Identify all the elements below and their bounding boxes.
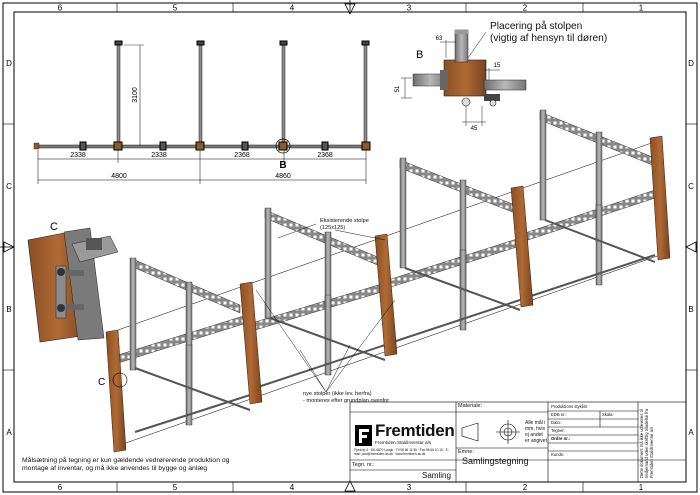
border-col-4-top: 4	[290, 4, 295, 13]
callout-existing-line1: Eksisterende stolpe	[320, 218, 369, 224]
detail-b-drawing	[401, 29, 527, 126]
detail-b-title-line2: (vigtig af hensyn til døren)	[490, 33, 608, 44]
detail-b-title: Placering på stolpen (vigtig af hensyn t…	[490, 21, 607, 45]
detail-b-dim-45: 45	[471, 126, 478, 132]
plan-dim-4860: 4860	[275, 173, 291, 180]
border-row-b-right: B	[688, 305, 693, 314]
dimension-note: Målsætning på tegning er kun gældende ve…	[22, 457, 230, 472]
fremtiden-logo-icon	[355, 425, 372, 446]
border-col-3-top: 3	[407, 4, 412, 13]
label-edb-nr: EDB nr.:	[551, 412, 567, 417]
border-col-1-top: 1	[639, 4, 644, 13]
border-row-c-right: C	[688, 182, 694, 191]
drawing-name: Samling	[422, 471, 451, 480]
border-col-4-bottom: 4	[290, 483, 295, 492]
border-row-d-right: D	[688, 59, 694, 68]
label-tegner: Tegner:	[551, 428, 565, 433]
border-row-c-left: C	[6, 182, 12, 191]
detail-b-title-line1: Placering på stolpen	[490, 21, 583, 32]
plan-dim-2368-b: 2368	[317, 152, 333, 159]
plan-view	[33, 40, 371, 184]
detail-b-dim-51: 51	[395, 85, 401, 92]
plan-dim-2368-a: 2368	[234, 152, 250, 159]
callout-new-posts: nye stolper (ikke lev. herfra) - montere…	[303, 391, 389, 404]
label-kunde: Kunde:	[551, 452, 565, 457]
title-block-grid	[349, 401, 687, 483]
border-col-5-top: 5	[173, 4, 178, 13]
border-col-3-bottom: 3	[407, 483, 412, 492]
plan-ref-b: B	[279, 160, 286, 171]
label-prod-stykliste: Produktions styklist	[551, 404, 587, 409]
border-col-6-bottom: 6	[58, 483, 63, 492]
label-skala: Skala:	[602, 412, 614, 417]
border-col-1-bottom: 1	[639, 483, 644, 492]
label-tegn-nr: Tegn. nr.:	[352, 462, 375, 468]
callout-new-line2: - monteres efter grundplan ovenfor	[303, 397, 390, 404]
units-line4: er angivet	[525, 438, 547, 444]
company-name: Fremtiden	[375, 421, 455, 440]
detail-b-dim-15: 15	[494, 63, 501, 69]
border-col-5-bottom: 5	[173, 483, 178, 492]
label-dato: Dato:	[551, 420, 562, 425]
units-note: Alle mål i mm, hvis ej andet er angivet	[525, 420, 547, 444]
callout-c-marker: C	[98, 377, 105, 388]
company-subtitle: Fremtiden Staldinventar a/s	[375, 440, 432, 445]
units-line1: Alle mål i	[525, 420, 546, 426]
border-row-a-left: A	[6, 428, 12, 437]
callout-existing-post: Eksisterende stolpe (125x125)	[320, 218, 369, 231]
callout-new-line1: nye stolper (ikke lev. herfra)	[303, 391, 372, 397]
callout-existing-line2: (125x125)	[320, 224, 346, 231]
copyright-note: Dette dokument må ikke udleveres til tre…	[639, 408, 654, 478]
detail-c-label: C	[50, 221, 58, 233]
plan-dim-height: 3100	[132, 87, 139, 103]
detail-c-drawing	[27, 227, 119, 343]
units-line3: ej andet	[525, 432, 543, 438]
border-col-2-bottom: 2	[523, 483, 528, 492]
label-ordre-nr: Ordre nr.:	[551, 436, 571, 441]
isometric-assembly	[105, 109, 671, 453]
detail-b-label: B	[416, 49, 423, 61]
detail-b-dim-63: 63	[436, 36, 443, 42]
units-line2: mm, hvis	[525, 426, 545, 432]
plan-dim-2338-a: 2338	[70, 152, 86, 159]
border-col-2-top: 2	[523, 4, 528, 13]
border-col-6-top: 6	[58, 4, 63, 13]
projection-symbol-icon	[461, 420, 520, 444]
plan-dim-4800: 4800	[111, 173, 127, 180]
label-emne: Emne:	[458, 449, 474, 455]
border-row-b-left: B	[6, 305, 11, 314]
border-row-a-right: A	[688, 428, 694, 437]
plan-dim-2338-b: 2338	[151, 152, 167, 159]
company-address: Fjordvej 4 · DK-6870 Laugh · Tlf 98 66 1…	[354, 448, 449, 456]
border-row-d-left: D	[6, 59, 12, 68]
label-materiale: Materiale:	[458, 403, 483, 409]
drawing-title: Samlingstegning	[462, 456, 529, 466]
